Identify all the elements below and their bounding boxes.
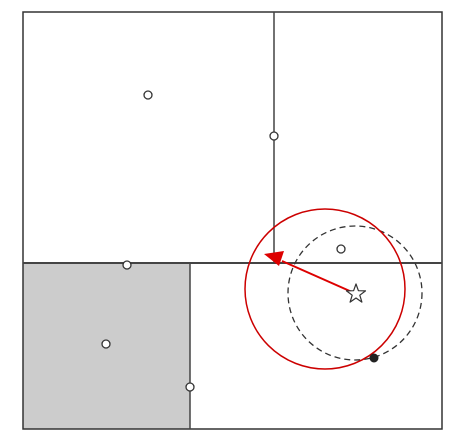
sample-point [143, 90, 153, 100]
outer-border [22, 11, 443, 430]
nearest-point [369, 353, 379, 363]
red-search-circle [244, 208, 406, 370]
direction-arrow-line [281, 260, 353, 293]
star-icon [345, 283, 367, 303]
sample-point [122, 260, 132, 270]
sample-point [269, 131, 279, 141]
sample-point [101, 339, 111, 349]
dashed-search-circle [287, 225, 423, 361]
arrow-icon [264, 251, 284, 266]
sample-point [185, 382, 195, 392]
sample-point [336, 244, 346, 254]
